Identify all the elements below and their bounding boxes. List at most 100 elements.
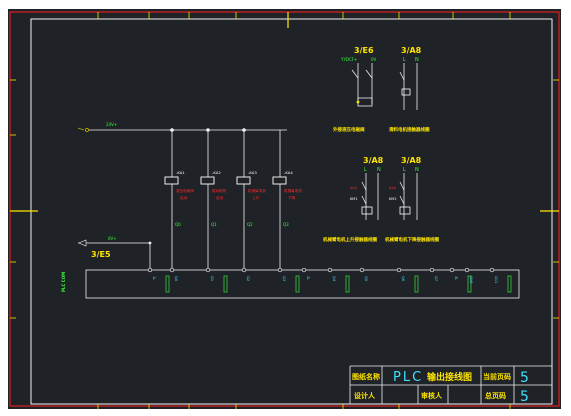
relay-id-1: -KA1 xyxy=(176,170,185,175)
caption-up: 机械臂电机上升接触器线圈 xyxy=(323,236,377,243)
terminal-point xyxy=(464,267,470,273)
relay-id-3: -KA3 xyxy=(248,170,257,175)
supply-input: 24V+ xyxy=(77,122,287,132)
terminal-label: Q10 xyxy=(469,276,473,284)
voltage-label-a: YYDCF+ xyxy=(340,57,357,62)
terminal-label: Q11 xyxy=(494,276,498,283)
terminal-block xyxy=(507,275,512,293)
terminal-label: Q6 xyxy=(401,276,405,282)
caption-vibration: 滑料电机接触器线圈 xyxy=(389,126,430,133)
output-3: Q2 xyxy=(247,222,253,227)
relay-id-2: -KA2 xyxy=(212,170,221,175)
output-2: Q1 xyxy=(211,222,217,227)
terminal-label: 1L xyxy=(152,276,156,280)
hydraulic-valve-circuit: 3/E6 YYDCF+ 0V 外接液压电磁阀 xyxy=(333,46,377,133)
relay-desc-4a: 机械臂电机 xyxy=(284,188,302,193)
terminal-point xyxy=(301,267,307,273)
terminal-label: 2L xyxy=(306,276,310,280)
terminal-label: Q0 xyxy=(174,276,178,282)
terminal-point xyxy=(396,267,402,273)
relay-coil-1: -KA1 液压电磁阀 启动 Q0 xyxy=(164,170,194,227)
coil-id-down: KM2 xyxy=(389,197,397,201)
total-pages-label: 总页码 xyxy=(485,391,506,400)
relay-desc-3b: 上升 xyxy=(252,195,260,200)
phase-L-3: L xyxy=(403,167,406,173)
relay-desc-4b: 下降 xyxy=(288,195,296,200)
output-1: Q0 xyxy=(175,222,181,227)
terminal-point xyxy=(429,267,435,273)
coil-tag-down: A2A xyxy=(389,186,397,190)
terminal-point xyxy=(489,267,495,273)
cross-ref-top-left: 3/E6 xyxy=(354,46,374,55)
relay-id-4: -KA4 xyxy=(284,170,293,175)
title-block: 图纸名称 PLC 输出接线图 当前页码 5 设计人 审核人 总页码 5 xyxy=(349,365,552,405)
terminal-point xyxy=(359,267,365,273)
terminal-point xyxy=(169,267,175,273)
relay-desc-1a: 液压电磁阀 xyxy=(176,188,194,193)
caption-down: 机械臂电机下降接触器线圈 xyxy=(385,236,439,243)
phase-L-1: L xyxy=(403,57,406,63)
relay-desc-2b: 启动 xyxy=(216,195,224,200)
cross-ref-lower-left: 3/E5 xyxy=(91,250,111,259)
terminal-label: Q2 xyxy=(246,276,250,281)
terminal-block xyxy=(467,275,472,293)
terminal-block xyxy=(414,275,419,293)
terminal-point xyxy=(147,267,153,273)
input-com-top: 24V+ xyxy=(106,122,117,127)
terminal-point xyxy=(277,267,283,273)
terminal-block xyxy=(345,275,350,293)
phase-N-2: N xyxy=(377,167,381,173)
relay-coil-3: -KA3 机械臂电机 上升 Q2 xyxy=(236,170,266,227)
common-return-input: 0V+ 3/E5 xyxy=(78,236,152,268)
coil-id-up: KM1 xyxy=(350,197,358,201)
relay-coil-2: -KA2 振动电机 启动 Q1 xyxy=(200,170,227,227)
terminal-block xyxy=(223,275,228,293)
phase-N-3: N xyxy=(415,167,419,173)
plc-side-label: PLC COM xyxy=(61,272,66,292)
terminal-group: 1L Q0 Q1 Q2 Q3 2L Q4 Q5 Q6 Q7 3L Q10 Q11 xyxy=(147,267,512,293)
relay-desc-1b: 启动 xyxy=(180,195,188,200)
terminal-label: Q1 xyxy=(210,276,214,281)
terminal-label: Q7 xyxy=(434,276,438,281)
coil-tag-up: A2A xyxy=(350,186,358,190)
terminal-label: Q4 xyxy=(332,276,336,282)
current-page-label: 当前页码 xyxy=(483,372,511,381)
terminal-point xyxy=(205,267,211,273)
reviewer-label: 审核人 xyxy=(421,391,443,400)
input-com-bottom: 0V+ xyxy=(108,236,117,241)
terminal-point xyxy=(327,267,333,273)
terminal-block xyxy=(165,275,170,293)
caption-hydraulic: 外接液压电磁阀 xyxy=(333,126,365,133)
terminal-block xyxy=(295,275,300,293)
terminal-point xyxy=(241,267,247,273)
phase-N-1: N xyxy=(415,57,419,63)
output-4: Q3 xyxy=(283,222,289,227)
relay-desc-3a: 机械臂电机 xyxy=(248,188,266,193)
designer-label: 设计人 xyxy=(354,391,376,400)
outer-frame xyxy=(9,11,560,407)
current-page-value: 5 xyxy=(520,370,529,386)
centering-marks xyxy=(10,12,559,212)
cross-ref-mid-right: 3/A8 xyxy=(401,156,422,165)
down-coil-circuit: 3/A8 L N A2A KM2 机械臂电机下降接触器线圈 xyxy=(385,156,439,243)
terminal-label: Q5 xyxy=(364,276,368,281)
relay-coil-4: -KA4 机械臂电机 下降 Q3 xyxy=(272,170,302,227)
terminal-label: Q3 xyxy=(282,276,286,281)
drawing-name-value-b: 输出接线图 xyxy=(427,371,472,383)
up-coil-circuit: 3/A8 L N A2A KM1 机械臂电机上升接触器线圈 xyxy=(323,156,384,243)
relay-desc-2a: 振动电机 xyxy=(212,188,227,193)
terminal-point xyxy=(449,267,455,273)
cross-ref-top-right: 3/A8 xyxy=(401,46,422,55)
zone-ticks xyxy=(10,12,559,409)
cross-ref-mid-left: 3/A8 xyxy=(363,156,384,165)
drawing-name-value-a: PLC xyxy=(393,370,423,385)
total-pages-value: 5 xyxy=(520,389,529,405)
terminal-label: 3L xyxy=(454,276,458,280)
vibration-coil-circuit: 3/A8 L N 滑料电机接触器线圈 xyxy=(389,46,430,133)
phase-L-2: L xyxy=(364,167,367,173)
relay-branches xyxy=(170,128,281,268)
drawing-name-label: 图纸名称 xyxy=(352,372,380,381)
voltage-label-b: 0V xyxy=(371,57,377,62)
